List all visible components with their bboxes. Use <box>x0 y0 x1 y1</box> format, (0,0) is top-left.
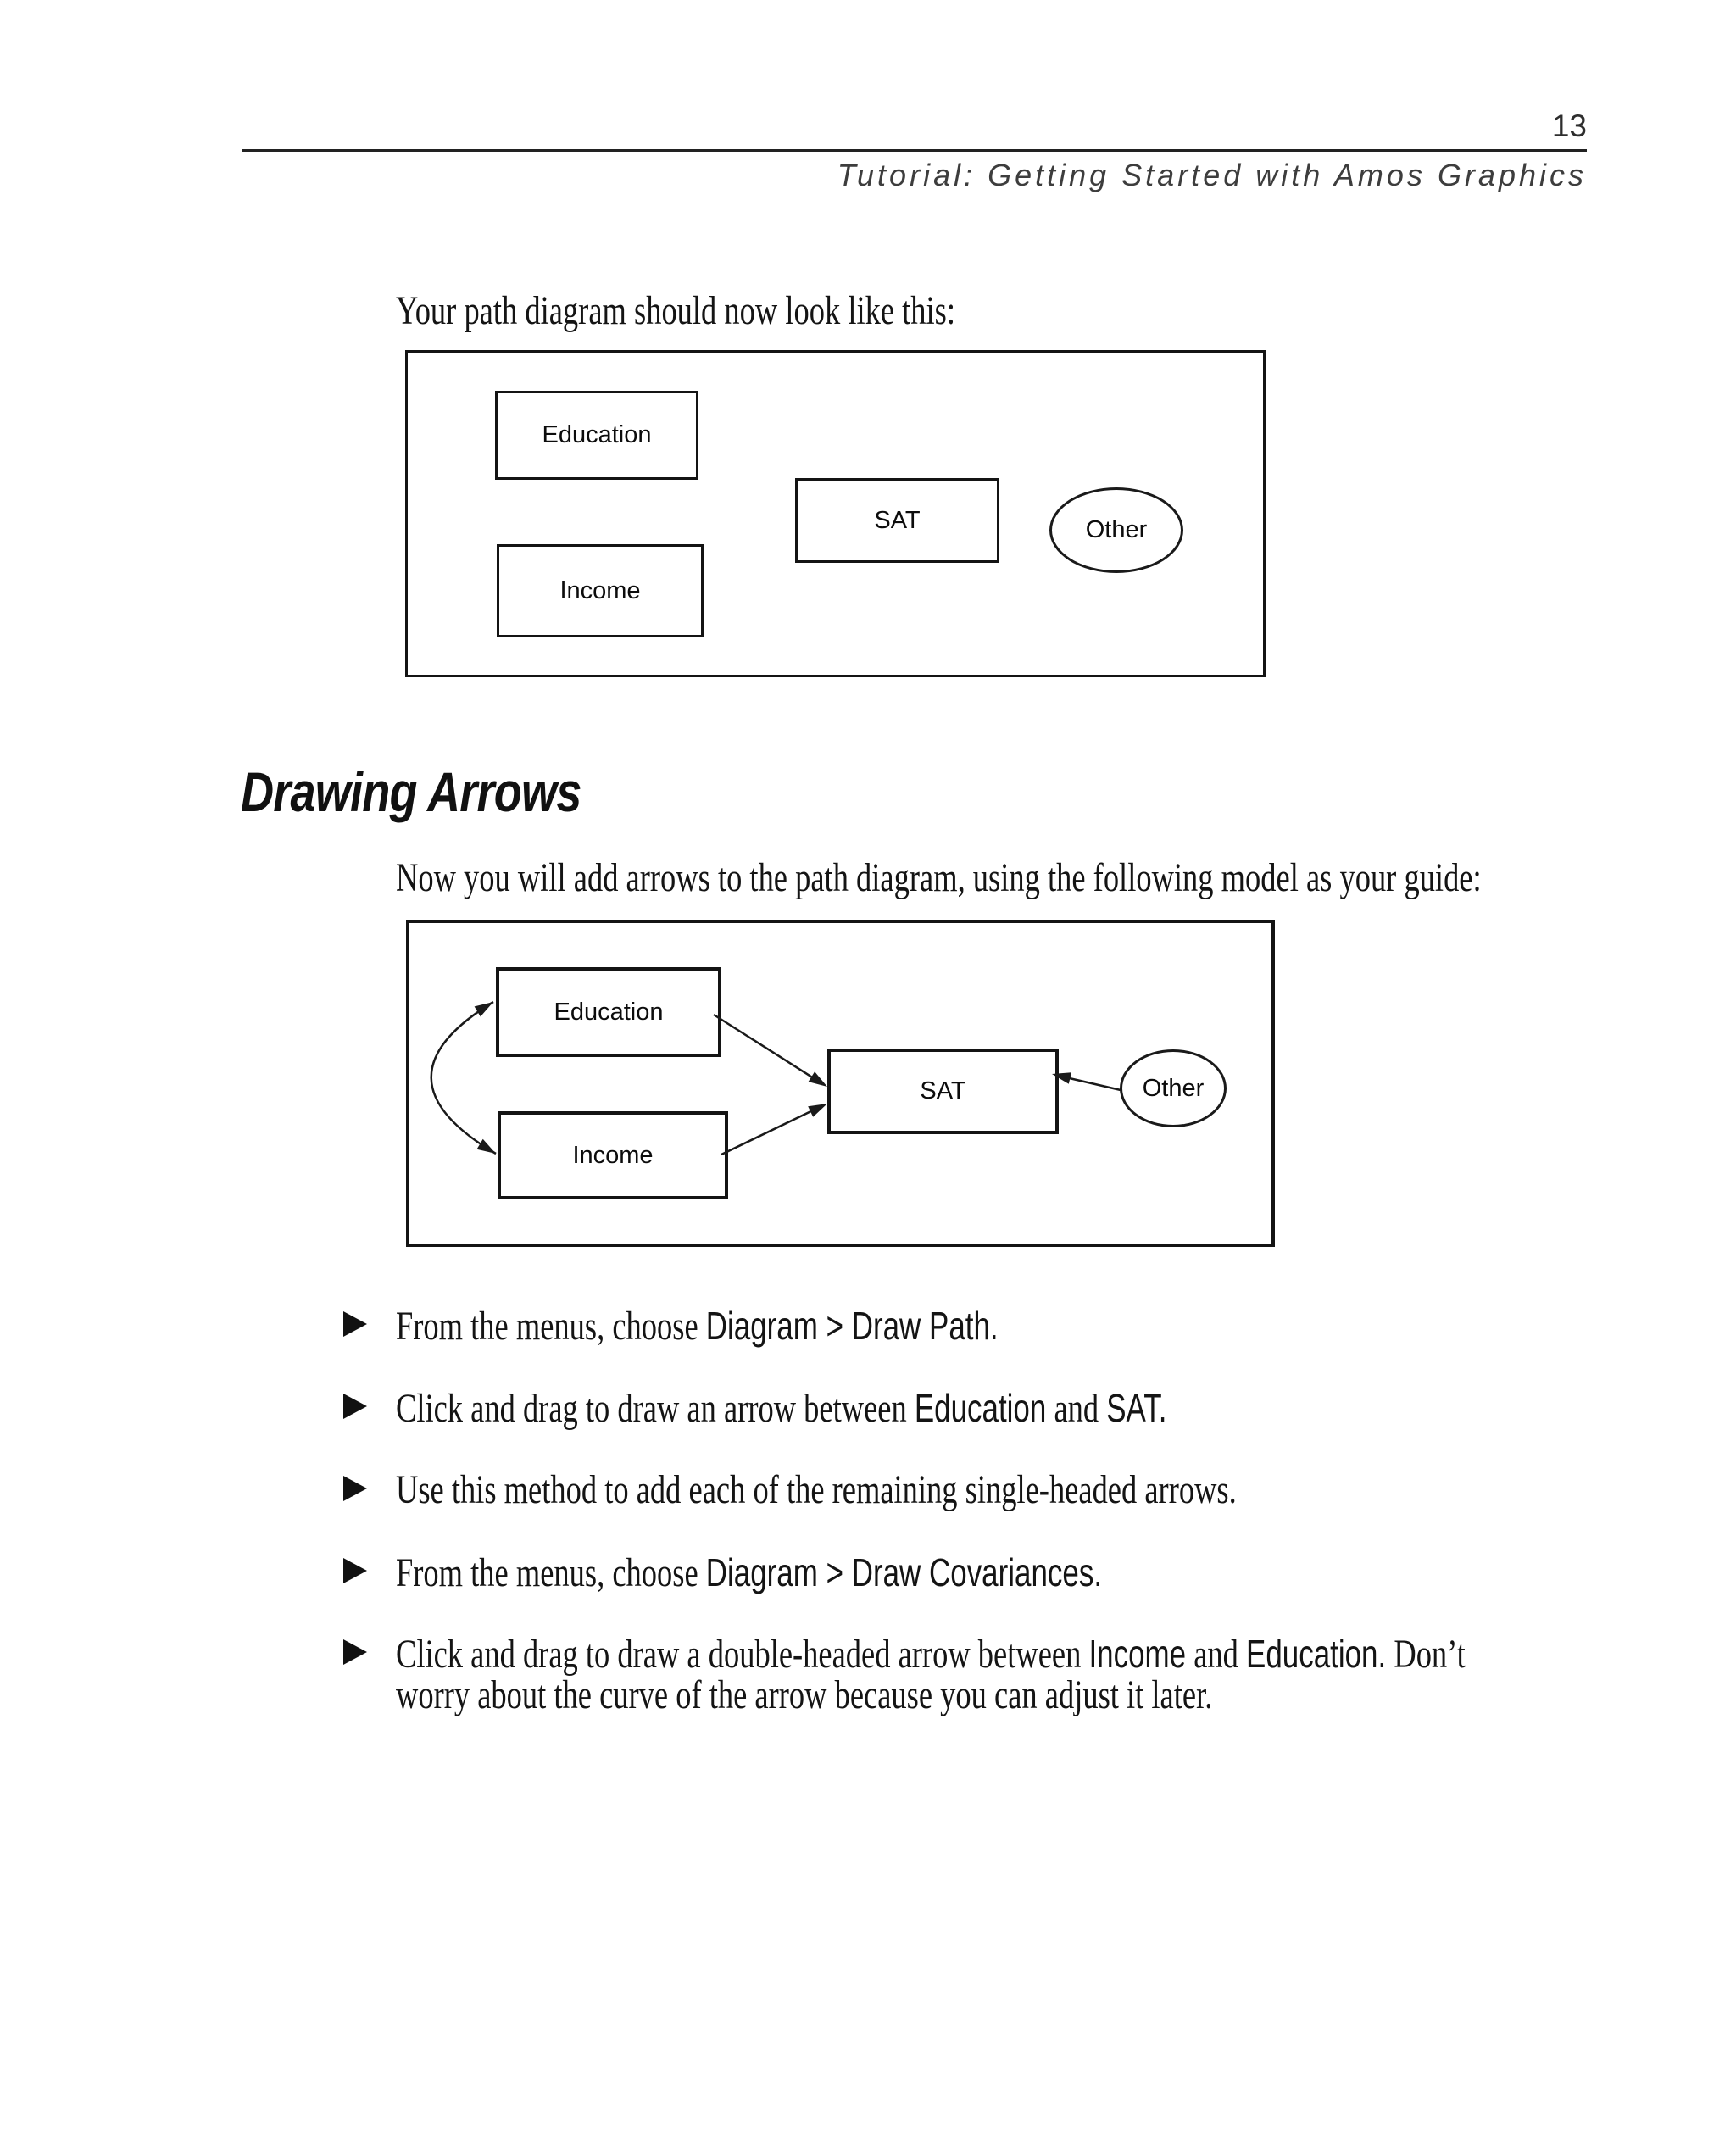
header-rule <box>242 149 1587 152</box>
diagram1-sat-box: SAT <box>795 478 999 563</box>
step-triangle-icon <box>343 1639 367 1665</box>
step-text-ui: SAT. <box>1106 1386 1167 1430</box>
step-text: From the menus, choose Diagram > Draw Co… <box>396 1552 1620 1594</box>
diagram2-education-label: Education <box>554 998 664 1026</box>
diagram2-sat-box: SAT <box>827 1049 1059 1134</box>
arrow-education-to-sat <box>713 1013 817 1082</box>
diagram2-arrows <box>430 1000 1121 1156</box>
step-text-serif: Don’t <box>1386 1632 1466 1677</box>
step-triangle-icon <box>343 1394 367 1419</box>
diagram1-income-label: Income <box>559 576 641 604</box>
diagram2-education-box: Education <box>496 967 721 1057</box>
path-diagram-figure-2: Education Income SAT Other <box>406 920 1275 1247</box>
section-intro-paragraph: Now you will add arrows to the path diag… <box>396 855 1482 900</box>
step-text-ui: Diagram > Draw Covariances. <box>705 1550 1103 1594</box>
diagram1-education-box: Education <box>495 391 698 480</box>
step-text-serif: Use this method to add each of the remai… <box>396 1467 1237 1512</box>
covariance-arc-income-education <box>430 1000 497 1155</box>
arrow-income-to-sat <box>721 1107 817 1156</box>
arrowhead-other-to-sat <box>1052 1072 1071 1084</box>
diagram1-education-label: Education <box>542 421 652 448</box>
diagram1-sat-label: SAT <box>874 506 921 534</box>
arrowhead-education-to-sat <box>808 1071 827 1087</box>
intro-paragraph: Your path diagram should now look like t… <box>396 288 956 333</box>
step-text: From the menus, choose Diagram > Draw Pa… <box>396 1305 1620 1347</box>
running-header: Tutorial: Getting Started with Amos Grap… <box>837 158 1587 192</box>
step-text: Use this method to add each of the remai… <box>396 1470 1620 1511</box>
diagram1-other-ellipse: Other <box>1049 487 1183 573</box>
diagram2-other-ellipse: Other <box>1120 1049 1227 1127</box>
diagram2-income-label: Income <box>572 1141 654 1169</box>
step-text-serif: Click and drag to draw an arrow between <box>396 1386 915 1431</box>
step-text-serif: and <box>1186 1632 1247 1677</box>
step-text-ui: Education <box>914 1386 1047 1430</box>
step-text: Click and drag to draw an arrow between … <box>396 1388 1620 1429</box>
diagram1-income-box: Income <box>497 544 704 637</box>
section-heading: Drawing Arrows <box>241 760 581 823</box>
diagram2-other-label: Other <box>1142 1074 1205 1102</box>
diagram2-income-box: Income <box>498 1111 728 1199</box>
diagram2-sat-label: SAT <box>920 1077 966 1104</box>
arrowhead-income-to-sat <box>808 1104 827 1117</box>
step-text-serif: Click and drag to draw a double-headed a… <box>396 1632 1089 1677</box>
step-text: Click and drag to draw a double-headed a… <box>396 1633 1620 1716</box>
step-text-serif: and <box>1046 1386 1107 1431</box>
arrow-other-to-sat <box>1061 1075 1121 1092</box>
covariance-arrowhead-top <box>474 1002 493 1017</box>
diagram1-other-label: Other <box>1085 516 1148 543</box>
step-text-serif: From the menus, choose <box>396 1304 706 1349</box>
step-text-ui: Income <box>1088 1632 1187 1676</box>
step-triangle-icon <box>343 1311 367 1337</box>
covariance-arrowhead-bottom <box>476 1138 496 1154</box>
step-triangle-icon <box>343 1558 367 1583</box>
step-text-serif: worry about the curve of the arrow becau… <box>396 1672 1213 1717</box>
step-text-ui: Education. <box>1246 1632 1387 1676</box>
step-text-ui: Diagram > Draw Path. <box>705 1304 999 1348</box>
path-diagram-figure-1: Education Income SAT Other <box>405 350 1266 677</box>
page-number: 13 <box>1551 108 1587 143</box>
step-triangle-icon <box>343 1476 367 1501</box>
step-text-serif: From the menus, choose <box>396 1550 706 1595</box>
